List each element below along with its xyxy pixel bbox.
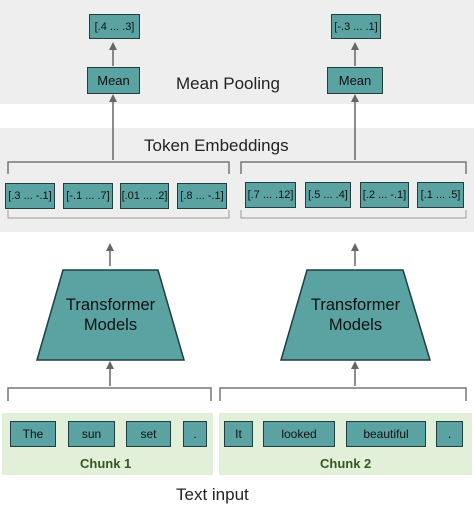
- token-chunk-1-0: The: [10, 421, 56, 447]
- token-chunk-2-2: beautiful: [346, 421, 426, 447]
- token-chunk-2-3: .: [436, 421, 463, 447]
- transformer-label-1: Transformer Models: [65, 296, 156, 334]
- embedding-chunk-2-0: [.7 ... .12]: [245, 182, 296, 208]
- token-embeddings-label: Token Embeddings: [144, 136, 289, 155]
- mean-pooling-label: Mean Pooling: [176, 74, 280, 93]
- mean-box-2: Mean: [327, 67, 383, 94]
- chunk-2-band: [219, 413, 472, 475]
- embedding-chunk-2-3: [.1 ... .5]: [417, 182, 464, 208]
- token-chunk-1-2: set: [126, 421, 171, 447]
- token-embeddings-band: [0, 128, 474, 232]
- token-chunk-1-1: sun: [68, 421, 115, 447]
- embedding-chunk-1-0: [.3 ... -.1]: [5, 183, 55, 209]
- embedding-chunk-1-3: [.8 ... -.1]: [177, 183, 227, 209]
- embedding-chunk-1-1: [-.1 ... .7]: [63, 183, 113, 209]
- text-input-label: Text input: [176, 485, 249, 504]
- pooled-output-2: [-.3 ... .1]: [331, 14, 381, 39]
- input-bracket-left: [7, 387, 212, 401]
- chunk-2-label: Chunk 2: [320, 456, 372, 471]
- transformer-shape-1: [36, 269, 185, 361]
- embedding-chunk-2-2: [.2 ... -.1]: [360, 182, 409, 208]
- transformer-label-2: Transformer Models: [310, 296, 401, 334]
- token-chunk-2-1: looked: [263, 421, 335, 447]
- embedding-bracket-left: [7, 161, 230, 174]
- embedding-base-left: [7, 210, 230, 219]
- mean-pooling-band: [0, 0, 474, 104]
- token-chunk-2-0: It: [224, 421, 253, 447]
- transformer-shape-2: [280, 269, 432, 361]
- embedding-chunk-2-1: [.5 ... .4]: [305, 182, 351, 208]
- chunk-1-label: Chunk 1: [80, 456, 132, 471]
- input-bracket-right: [219, 387, 467, 401]
- embedding-base-right: [240, 210, 467, 219]
- pooled-output-1: [.4 ... .3]: [89, 14, 140, 39]
- mean-box-1: Mean: [87, 67, 140, 94]
- embedding-bracket-right: [240, 161, 467, 174]
- token-chunk-1-3: .: [183, 421, 207, 447]
- embedding-chunk-1-2: [.01 ... .2]: [120, 183, 169, 209]
